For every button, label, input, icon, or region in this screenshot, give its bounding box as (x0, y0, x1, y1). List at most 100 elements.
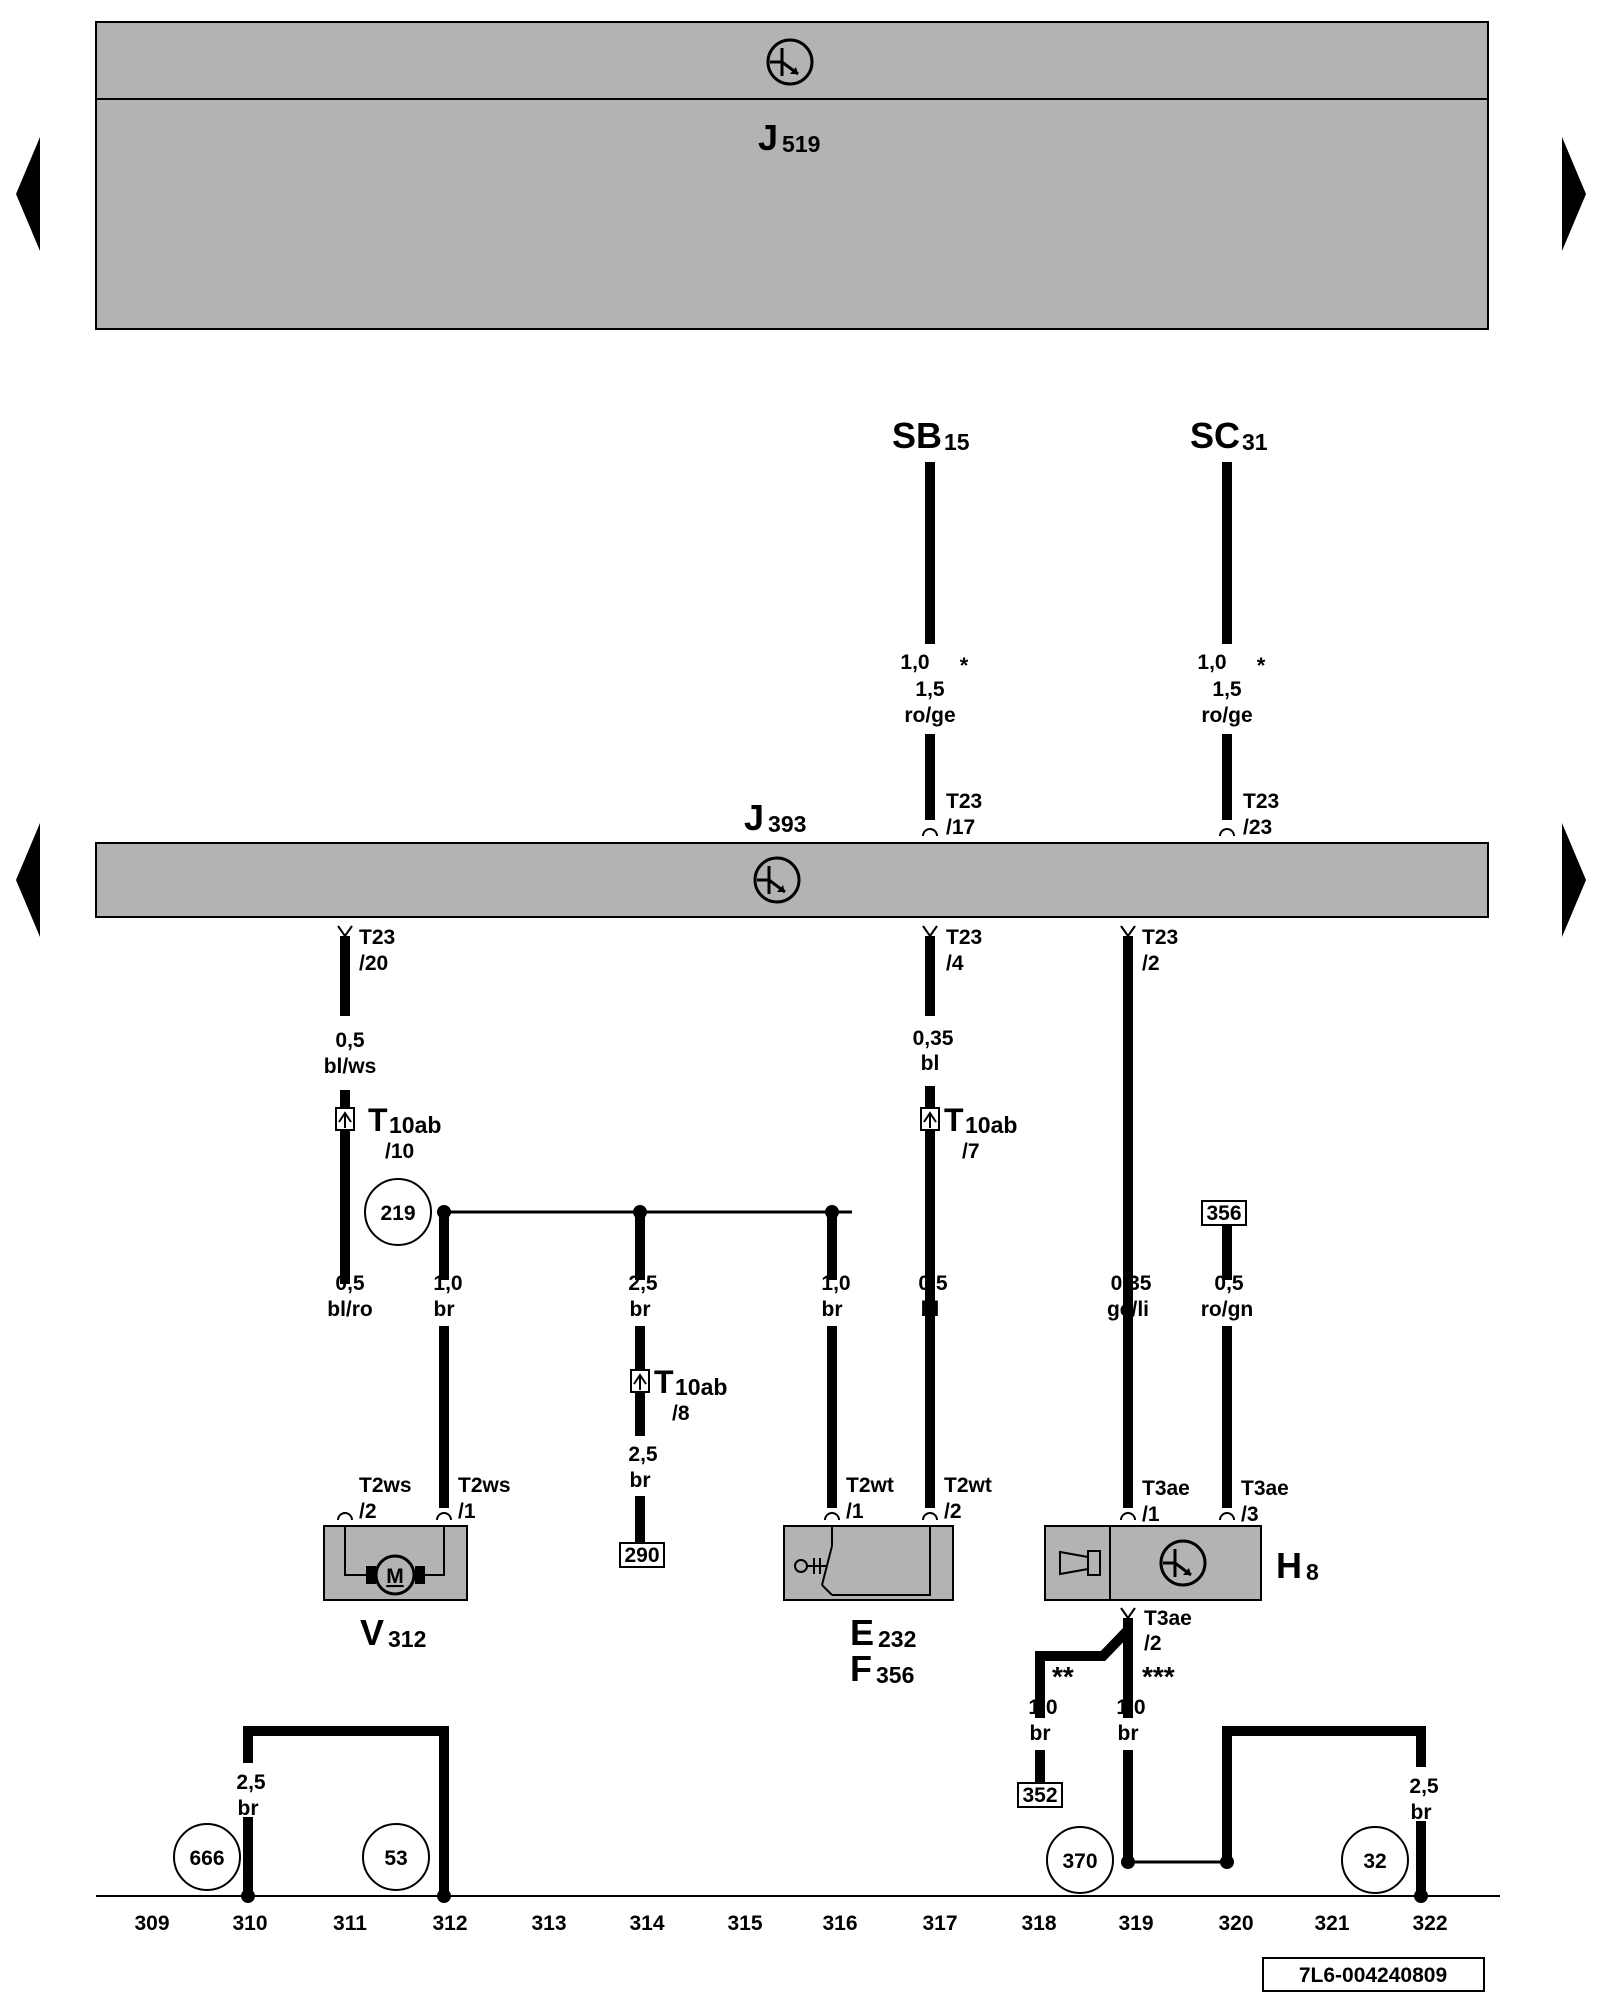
motor-icon (374, 1554, 416, 1596)
svg-text:290: 290 (624, 1544, 659, 1567)
track-number: 322 (1412, 1912, 1447, 1935)
pin-t23-17 (922, 828, 938, 837)
reference-370[interactable] (1046, 1826, 1114, 1894)
track-number: 310 (232, 1912, 267, 1935)
svg-text:**: ** (1052, 1661, 1074, 1692)
svg-text:T23: T23 (359, 926, 395, 949)
reference-219[interactable] (364, 1178, 432, 1246)
svg-text:2,5: 2,5 (1409, 1775, 1439, 1798)
electronic-component-icon (1159, 1539, 1207, 1587)
svg-text:/23: /23 (1243, 816, 1272, 839)
svg-text:1,0: 1,0 (1028, 1696, 1057, 1719)
component-h8-horn (1044, 1525, 1262, 1601)
svg-text:1,0: 1,0 (433, 1272, 462, 1295)
svg-text:ro/ge: ro/ge (904, 704, 955, 727)
connector-t10ab-10: T 10ab /10 (335, 1102, 441, 1163)
next-page-arrow-top[interactable] (1562, 137, 1586, 251)
svg-text:10ab: 10ab (675, 1374, 727, 1400)
sc31-label: SC31 (1190, 415, 1268, 456)
wire-label-sb15: 1,0 * 1,5 ro/ge (900, 651, 968, 727)
track-number: 316 (822, 1912, 857, 1935)
svg-text:T3ae: T3ae (1142, 1477, 1190, 1500)
svg-text:T: T (654, 1364, 674, 1400)
reference-box-356[interactable] (1201, 1200, 1247, 1226)
reference-53[interactable] (362, 1823, 430, 1891)
svg-text:T2ws: T2ws (458, 1474, 511, 1497)
svg-text:T23: T23 (1142, 926, 1178, 949)
svg-text:1,5: 1,5 (915, 678, 945, 701)
svg-text:T23: T23 (1243, 790, 1279, 813)
next-page-arrow-middle[interactable] (1562, 823, 1586, 937)
svg-text:/20: /20 (359, 952, 388, 975)
track-number: 313 (531, 1912, 566, 1935)
svg-text:/1: /1 (1142, 1503, 1160, 1526)
svg-text:br: br (1030, 1722, 1051, 1745)
wire-label-sc31: 1,0 * 1,5 ro/ge (1197, 651, 1265, 727)
svg-text:T3ae: T3ae (1241, 1477, 1289, 1500)
track-number: 320 (1218, 1912, 1253, 1935)
svg-text:ro/ge: ro/ge (1201, 704, 1252, 727)
track-number: 311 (333, 1912, 367, 1935)
reference-32[interactable] (1341, 1826, 1409, 1894)
svg-text:T: T (368, 1102, 388, 1138)
document-id-box (1262, 1957, 1485, 1992)
svg-text:2,5: 2,5 (628, 1272, 658, 1295)
document-id: 7L6-004240809 (1299, 1964, 1447, 1987)
track-number: 319 (1118, 1912, 1153, 1935)
connector-t10ab-8: T 10ab /8 (630, 1364, 727, 1425)
component-v312-motor: M (323, 1525, 468, 1601)
svg-text:*: * (1257, 653, 1266, 678)
svg-text:T23: T23 (946, 926, 982, 949)
horn-icon (1059, 1550, 1101, 1576)
track-number-scale: 309 310 311 312 313 314 315 316 317 318 … (134, 1912, 1447, 1935)
svg-text:352: 352 (1022, 1784, 1057, 1807)
reference-box-290[interactable] (619, 1542, 665, 1568)
track-number: 312 (432, 1912, 467, 1935)
svg-text:/3: /3 (1241, 1503, 1259, 1526)
svg-text:bl/ws: bl/ws (324, 1055, 377, 1078)
svg-text:1,0: 1,0 (1116, 1696, 1145, 1719)
svg-text:/2: /2 (1144, 1632, 1162, 1655)
previous-page-arrow-middle[interactable] (16, 823, 40, 937)
svg-text:T23: T23 (946, 790, 982, 813)
svg-text:356: 356 (1206, 1202, 1241, 1225)
svg-text:0,5: 0,5 (335, 1029, 365, 1052)
svg-text:T: T (944, 1102, 964, 1138)
svg-text:/1: /1 (458, 1500, 476, 1523)
previous-page-arrow-top[interactable] (16, 137, 40, 251)
sb15-label: SB15 (892, 415, 970, 456)
track-number: 309 (134, 1912, 169, 1935)
track-number: 318 (1021, 1912, 1056, 1935)
svg-text:/10: /10 (385, 1140, 414, 1163)
svg-text:53: 53 (384, 1847, 407, 1870)
svg-text:/2: /2 (944, 1500, 962, 1523)
svg-text:ro/gn: ro/gn (1201, 1298, 1254, 1321)
pin-t23-4 (922, 925, 938, 938)
track-number: 314 (629, 1912, 664, 1935)
svg-text:10ab: 10ab (389, 1112, 441, 1138)
svg-text:2,5: 2,5 (628, 1443, 658, 1466)
reference-666[interactable] (173, 1823, 241, 1891)
electronic-component-icon (766, 38, 814, 86)
svg-text:T3ae: T3ae (1144, 1607, 1192, 1630)
svg-text:1,5: 1,5 (1212, 678, 1242, 701)
svg-text:0,35: 0,35 (913, 1027, 954, 1050)
svg-text:T2ws: T2ws (359, 1474, 412, 1497)
track-number: 315 (727, 1912, 762, 1935)
svg-text:/4: /4 (946, 952, 964, 975)
svg-text:0,35: 0,35 (1111, 1272, 1152, 1295)
svg-text:/8: /8 (672, 1402, 690, 1425)
svg-text:*: * (960, 653, 969, 678)
svg-text:bl: bl (921, 1052, 940, 1075)
svg-text:1,0: 1,0 (900, 651, 929, 674)
reference-box-352[interactable] (1017, 1782, 1063, 1808)
track-number: 317 (922, 1912, 957, 1935)
svg-text:br: br (630, 1298, 651, 1321)
